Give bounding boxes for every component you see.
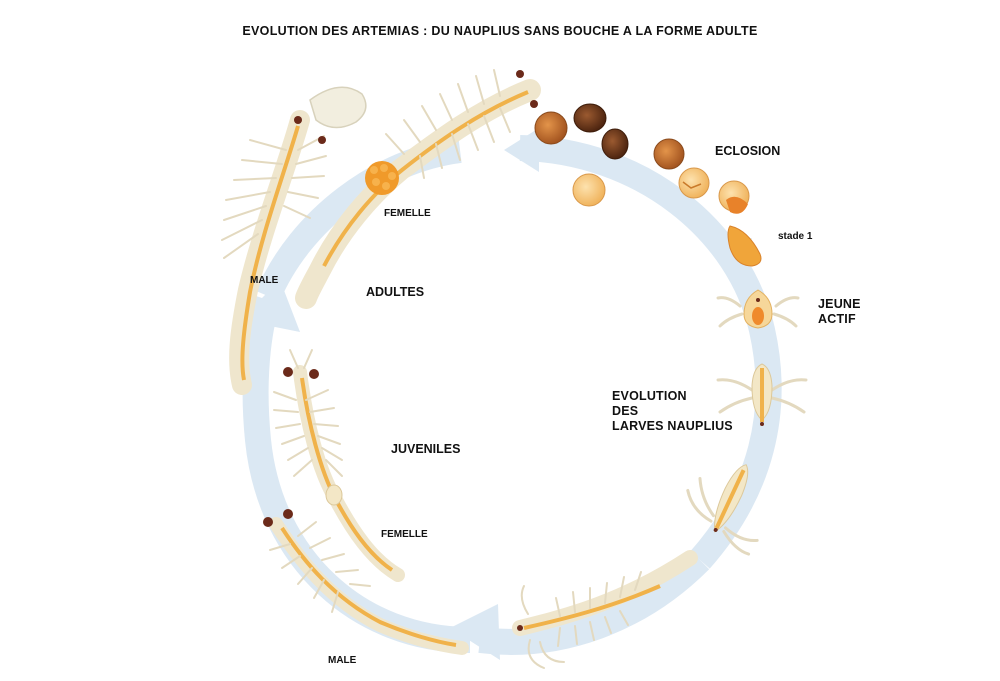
cycle-arrow-left-segment — [242, 295, 471, 653]
label-femelle-juvenile: FEMELLE — [381, 529, 428, 540]
cysts-group — [534, 103, 762, 267]
label-jeune-actif: JEUNE ACTIF — [818, 297, 861, 326]
larva-jeune-actif — [716, 289, 800, 329]
larva-stage-2 — [716, 363, 808, 426]
label-juveniles: JUVENILES — [391, 442, 460, 456]
cyst-brown-2 — [653, 138, 685, 170]
emerging-larva — [726, 196, 748, 214]
label-male-juvenile: MALE — [328, 655, 357, 666]
juvenile-femelle — [273, 349, 405, 582]
hatching-crack — [682, 181, 702, 189]
egg-sac — [365, 161, 399, 195]
cyst-dark-open — [601, 128, 629, 160]
adult-male — [221, 86, 367, 395]
nauplius-stade-1 — [727, 225, 762, 267]
label-male-adulte: MALE — [250, 275, 279, 286]
cyst-dark — [573, 103, 607, 133]
cycle-arrow-top-segment — [256, 137, 462, 302]
juvenile-male — [263, 509, 469, 655]
larva-stage-3 — [686, 464, 759, 556]
cyst-brown — [534, 111, 568, 145]
cycle-arrow-right-segment — [519, 135, 782, 569]
label-eclosion: ECLOSION — [715, 144, 780, 158]
label-adultes: ADULTES — [366, 285, 424, 299]
label-evolution-larves: EVOLUTION DES LARVES NAUPLIUS — [612, 389, 733, 433]
label-femelle-adulte: FEMELLE — [384, 208, 431, 219]
page-title: EVOLUTION DES ARTEMIAS : DU NAUPLIUS SAN… — [242, 24, 758, 38]
cycle-arrowhead-top — [504, 128, 539, 172]
label-stade-1: stade 1 — [778, 231, 813, 242]
cycle-arrow-bottom-segment — [478, 550, 710, 655]
cycle-arrowhead-bottom — [450, 604, 500, 660]
cyst-hatching — [678, 167, 710, 199]
adult-femelle — [295, 69, 541, 309]
cyst-light — [572, 173, 606, 207]
larva-stage-4 — [512, 550, 698, 669]
cycle-arrowhead-left — [240, 280, 300, 332]
